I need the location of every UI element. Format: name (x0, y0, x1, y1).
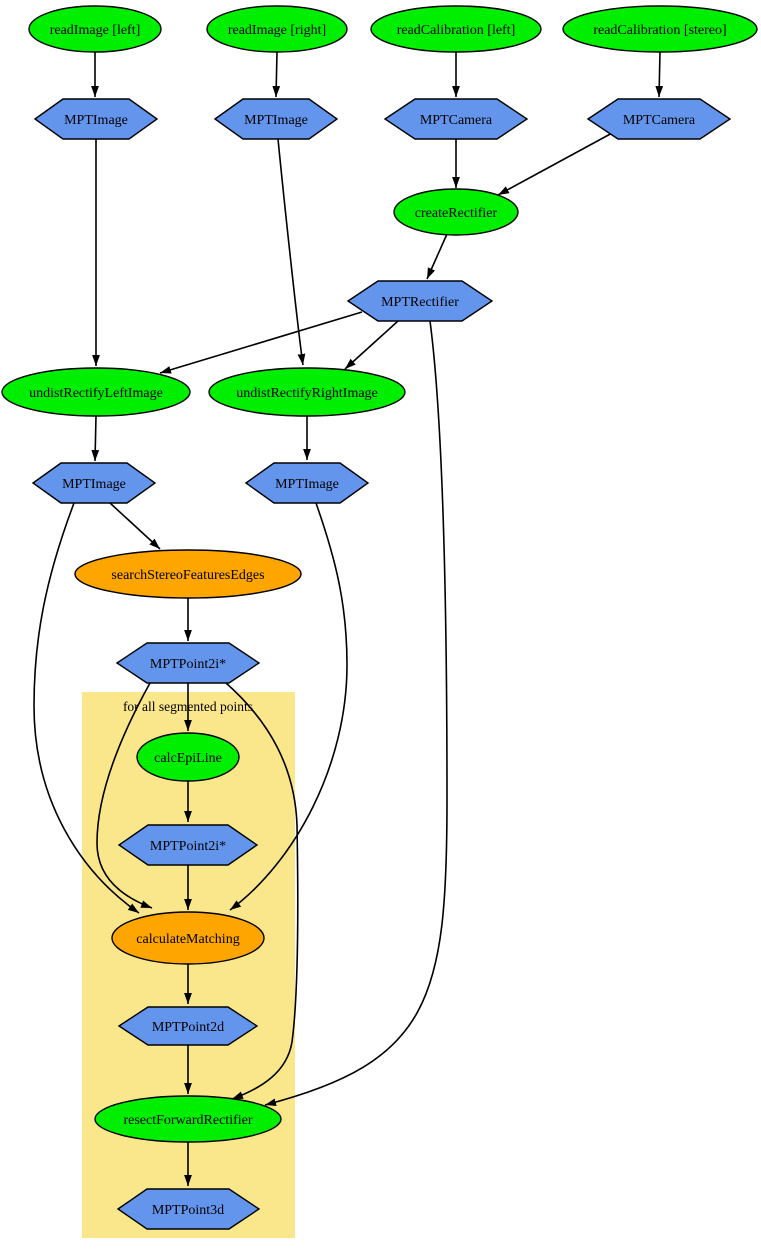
node-shape (206, 5, 348, 53)
node-read-image-left: readImage [left] (28, 5, 162, 53)
node-shape (117, 824, 259, 866)
edge-undistleft-to-mptimage (91, 415, 100, 462)
edge-readimageright-to-mptimage (272, 51, 281, 98)
edges (33, 51, 664, 1186)
node-label: MPTPoint3d (152, 1203, 224, 1218)
node-read-calibration-stereo: readCalibration [stereo] (562, 5, 758, 53)
edge-mptimageright-to-calculatematching (229, 502, 348, 911)
edge-mptcamerastereo-to-createrectifier (497, 131, 615, 196)
node-shape (562, 5, 758, 53)
edge-mptimage-to-undistright (277, 138, 306, 366)
node-label: readImage [left] (50, 23, 141, 38)
node-mpt-rectifier: MPTRectifier (346, 280, 494, 322)
node-label: MPTCamera (623, 113, 696, 128)
node-shape (1, 367, 191, 417)
node-shape (346, 280, 494, 322)
node-shape (370, 5, 542, 53)
node-shape (383, 98, 529, 140)
node-shape (115, 642, 261, 684)
node-search-stereo-features-edges: searchStereoFeaturesEdges (74, 549, 302, 599)
node-resect-forward-rectifier: resectForwardRectifier (94, 1095, 282, 1143)
node-undist-rectify-right-image: undistRectifyRightImage (208, 367, 406, 417)
node-label: createRectifier (415, 206, 498, 221)
node-label: MPTCamera (420, 113, 493, 128)
node-label: MPTImage (64, 113, 128, 128)
edge-mptrectifier-to-resect (264, 320, 448, 1106)
node-label: calculateMatching (136, 932, 239, 947)
node-shape (393, 188, 519, 236)
node-calc-epi-line: calcEpiLine (136, 732, 240, 782)
node-label: MPTPoint2i* (150, 657, 226, 672)
node-shape (111, 911, 265, 965)
node-label: MPTPoint2i* (150, 839, 226, 854)
node-shape (28, 5, 162, 53)
node-label: MPTImage (275, 477, 339, 492)
node-shape (586, 98, 732, 140)
edge-mptrectifier-to-undistright (344, 320, 399, 370)
edge-createrectifier-to-mptrectifier (426, 233, 448, 280)
node-mpt-point3d: MPTPoint3d (116, 1188, 261, 1230)
node-shape (244, 462, 370, 504)
edge-mptimage-to-searchstereo (109, 502, 161, 550)
nodes: readImage [left] readImage [right] readC… (1, 5, 758, 1230)
node-mpt-image-l1: MPTImage (33, 98, 159, 140)
node-mpt-image-r2: MPTImage (244, 462, 370, 504)
node-create-rectifier: createRectifier (393, 188, 519, 236)
edge-mptpoint2i-to-calculatematching (96, 682, 153, 909)
node-label: resectForwardRectifier (123, 1113, 252, 1128)
node-label: calcEpiLine (154, 751, 222, 766)
node-read-calibration-left: readCalibration [left] (370, 5, 542, 53)
edge-mptrectifier-to-undistleft (159, 311, 363, 374)
node-label: readCalibration [stereo] (593, 23, 726, 38)
node-shape (213, 98, 339, 140)
node-shape (94, 1095, 282, 1143)
node-label: MPTPoint2d (152, 1020, 224, 1035)
node-read-image-right: readImage [right] (206, 5, 348, 53)
node-mpt-point2i-2: MPTPoint2i* (117, 824, 259, 866)
node-label: readCalibration [left] (397, 23, 516, 38)
node-shape (117, 1006, 259, 1046)
node-shape (33, 98, 159, 140)
node-mpt-point2d: MPTPoint2d (117, 1006, 259, 1046)
node-label: MPTRectifier (381, 295, 459, 310)
node-shape (31, 462, 157, 504)
node-mpt-image-l2: MPTImage (31, 462, 157, 504)
node-shape (74, 549, 302, 599)
node-mpt-point2i-1: MPTPoint2i* (115, 642, 261, 684)
edge-mptpoint2i-to-resect (225, 682, 299, 1100)
node-label: MPTImage (62, 477, 126, 492)
node-calculate-matching: calculateMatching (111, 911, 265, 965)
node-shape (208, 367, 406, 417)
node-shape (116, 1188, 261, 1230)
node-mpt-camera-left: MPTCamera (383, 98, 529, 140)
node-label: searchStereoFeaturesEdges (111, 568, 264, 583)
node-label: MPTImage (244, 113, 308, 128)
node-label: undistRectifyLeftImage (29, 386, 163, 401)
node-label: undistRectifyRightImage (236, 386, 378, 401)
edge-readcalibstereo-to-mptcamera (655, 51, 664, 98)
node-mpt-camera-stereo: MPTCamera (586, 98, 732, 140)
node-shape (136, 732, 240, 782)
node-label: readImage [right] (228, 23, 326, 38)
node-mpt-image-r1: MPTImage (213, 98, 339, 140)
edge-mptimageleft-to-calculatematching (33, 502, 140, 914)
node-undist-rectify-left-image: undistRectifyLeftImage (1, 367, 191, 417)
